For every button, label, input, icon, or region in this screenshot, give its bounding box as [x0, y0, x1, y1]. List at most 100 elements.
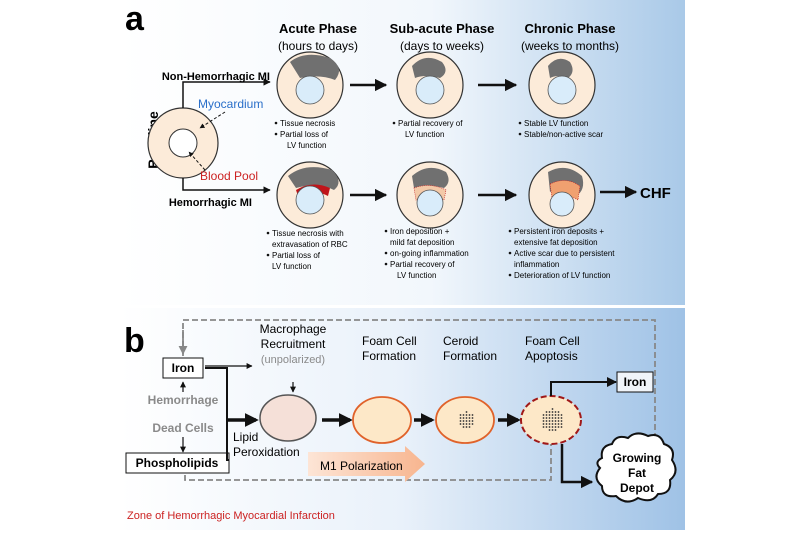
hem-chronic-heart	[528, 161, 596, 229]
lipid-label: Lipid	[233, 430, 258, 444]
granule	[560, 423, 563, 425]
ceroid-label-1: Ceroid	[443, 334, 478, 348]
note-line: on-going inflammation	[390, 249, 469, 258]
unpolarized-macrophage	[259, 394, 317, 442]
granule	[465, 420, 468, 422]
granule	[545, 411, 548, 413]
non-hem-acute-notes: Tissue necrosis Partial loss of LV funct…	[274, 119, 335, 150]
chronic-phase-title: Chronic Phase	[524, 21, 615, 36]
fat-depot-label-3: Depot	[620, 481, 654, 495]
granule	[471, 420, 474, 422]
granule	[548, 423, 551, 425]
granule	[468, 423, 471, 425]
chf-label: CHF	[640, 185, 671, 202]
non-hem-chronic-notes: Stable LV function Stable/non-active sca…	[518, 119, 603, 139]
granule	[545, 420, 548, 422]
iron-release-label: Iron	[624, 375, 647, 389]
non-hem-subacute-heart	[396, 51, 464, 119]
note-line: Tissue necrosis with	[272, 229, 344, 238]
note-line: Tissue necrosis	[280, 119, 335, 128]
granule	[554, 417, 557, 419]
acute-phase-title: Acute Phase	[279, 21, 357, 36]
granule	[545, 426, 548, 428]
granule	[459, 423, 462, 425]
granule	[551, 429, 554, 431]
granule	[548, 420, 551, 422]
granule	[560, 417, 563, 419]
foam-cell	[352, 396, 412, 444]
granule	[465, 417, 468, 419]
granule	[465, 423, 468, 425]
baseline-heart	[147, 107, 219, 179]
granule	[551, 426, 554, 428]
granule	[551, 417, 554, 419]
granule	[459, 420, 462, 422]
granule	[542, 414, 545, 416]
ceroid-granules	[459, 411, 474, 428]
granule	[557, 417, 560, 419]
note-line: extensive fat deposition	[514, 238, 598, 247]
note-line: mild fat deposition	[390, 238, 454, 247]
dead-cells-label: Dead Cells	[152, 421, 214, 435]
granule	[551, 414, 554, 416]
hem-acute-heart	[276, 161, 344, 229]
note-line: Stable/non-active scar	[524, 130, 603, 139]
foam-formation-label-2: Formation	[362, 349, 416, 363]
granule	[548, 426, 551, 428]
note-line: Active scar due to persistent	[514, 249, 615, 258]
granule	[462, 414, 465, 416]
note-line: LV function	[287, 141, 326, 150]
hemorrhage-label: Hemorrhage	[148, 393, 219, 407]
granule	[545, 423, 548, 425]
apoptosis-to-iron-arrow	[550, 377, 617, 396]
note-line: inflammation	[514, 260, 559, 269]
m1-polarization-label: M1 Polarization	[320, 459, 403, 473]
blood-pool-label: Blood Pool	[200, 169, 258, 183]
granule	[551, 423, 554, 425]
note-line: Partial loss of	[272, 251, 321, 260]
non-hem-acute-heart	[276, 51, 344, 119]
granule	[554, 429, 557, 431]
panel-a-label: a	[125, 0, 145, 38]
granule	[465, 411, 468, 413]
granule	[557, 426, 560, 428]
note-line: Persistent iron deposits +	[514, 227, 604, 236]
granule	[462, 426, 465, 428]
granule	[468, 426, 471, 428]
granule	[548, 411, 551, 413]
fat-depot-label-1: Growing	[613, 451, 662, 465]
m1-polarization-arrow	[308, 446, 425, 482]
granule	[557, 420, 560, 422]
non-hemorrhagic-label: Non-Hemorrhagic MI	[162, 71, 270, 83]
note-line: Partial recovery of	[390, 260, 455, 269]
zone-caption: Zone of Hemorrhagic Myocardial Infarctio…	[127, 510, 335, 522]
hem-subacute-heart	[396, 161, 464, 229]
note-line: Partial recovery of	[398, 119, 463, 128]
granule	[551, 411, 554, 413]
granule	[560, 414, 563, 416]
apoptotic-granules	[542, 408, 563, 431]
granule	[462, 417, 465, 419]
granule	[465, 414, 468, 416]
granule	[557, 414, 560, 416]
granule	[548, 417, 551, 419]
foam-formation-label-1: Foam Cell	[362, 334, 417, 348]
macrophage-label-3: (unpolarized)	[261, 354, 325, 366]
hemorrhagic-label: Hemorrhagic MI	[169, 197, 252, 209]
granule	[542, 423, 545, 425]
granule	[554, 420, 557, 422]
acute-phase-subtitle: (hours to days)	[278, 39, 358, 53]
granule	[557, 423, 560, 425]
granule	[462, 420, 465, 422]
panel-b-label: b	[124, 322, 145, 360]
granule	[465, 426, 468, 428]
macrophage-label-1: Macrophage	[260, 322, 327, 336]
myocardium-label: Myocardium	[198, 97, 263, 111]
note-line: Partial loss of	[280, 130, 329, 139]
apoptosis-label-2: Apoptosis	[525, 349, 578, 363]
ceroid-label-2: Formation	[443, 349, 497, 363]
granule	[471, 423, 474, 425]
subacute-phase-subtitle: (days to weeks)	[400, 39, 484, 53]
granule	[462, 423, 465, 425]
fat-depot-label-2: Fat	[628, 466, 646, 480]
